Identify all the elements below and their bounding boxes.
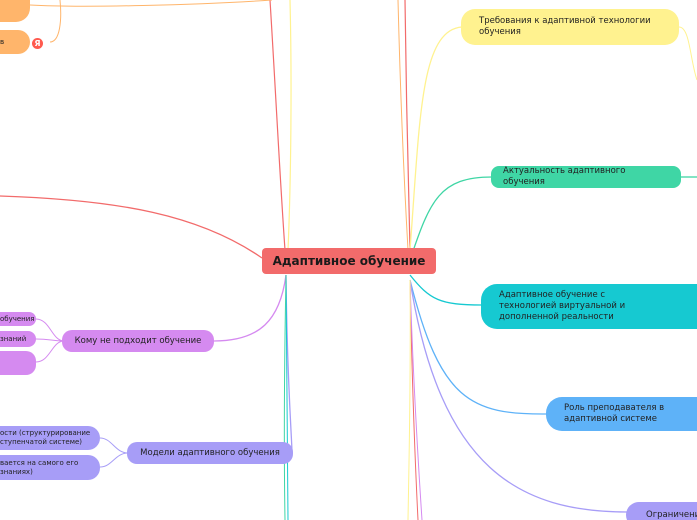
- link-bottom-right-3: [407, 279, 411, 520]
- node-requirements[interactable]: Требования к адаптивной технологии обуче…: [461, 9, 679, 45]
- link-top-red-2: [404, 0, 411, 251]
- link-limitations: [409, 279, 629, 513]
- link-top-yellow: [287, 0, 292, 251]
- not-suitable-child-3[interactable]: [0, 351, 36, 375]
- link-teacher: [409, 279, 549, 415]
- user-avatar-badge[interactable]: Я: [32, 38, 43, 49]
- not-suitable-child-2[interactable]: знаний: [0, 331, 36, 347]
- link-md-2: [99, 452, 129, 468]
- link-orange-1: [29, 0, 273, 7]
- link-bottom-left-teal: [285, 274, 289, 520]
- link-requirements-right: [678, 26, 697, 81]
- models-child-2[interactable]: вается на самого его знаниях): [0, 455, 100, 480]
- node-limitations[interactable]: Ограничени: [626, 502, 697, 520]
- link-bottom-left-green: [283, 274, 287, 520]
- node-vr-ar[interactable]: Адаптивное обучение с технологией виртуа…: [481, 284, 697, 329]
- link-ns-1: [35, 318, 65, 342]
- link-top-left-red: [0, 195, 263, 259]
- link-md-1: [99, 437, 129, 454]
- top-left-orange-node[interactable]: [0, 0, 30, 22]
- link-requirements: [409, 26, 463, 251]
- link-top-red: [269, 0, 286, 251]
- node-teacher-role[interactable]: Роль преподавателя в адаптивной системе: [546, 397, 697, 431]
- node-not-suitable[interactable]: Кому не подходит обучение: [62, 330, 214, 352]
- link-vr: [409, 274, 483, 306]
- link-top-orange: [397, 0, 409, 251]
- models-child-1[interactable]: ости (структурирование ступенчатой систе…: [0, 426, 100, 450]
- not-suitable-child-1[interactable]: обучения: [0, 312, 36, 326]
- node-relevance[interactable]: Актуальность адаптивного обучения: [491, 166, 681, 188]
- link-bottom-right-2: [409, 279, 423, 520]
- top-left-orange-label: в: [0, 37, 5, 46]
- link-not-suitable: [213, 274, 287, 342]
- central-topic[interactable]: Адаптивное обучение: [262, 248, 436, 274]
- node-models[interactable]: Модели адаптивного обучения: [127, 442, 293, 464]
- top-left-orange-node-2[interactable]: в: [0, 30, 30, 54]
- link-relevance: [409, 176, 493, 261]
- link-orange-2: [49, 0, 62, 43]
- link-ns-3: [35, 340, 65, 363]
